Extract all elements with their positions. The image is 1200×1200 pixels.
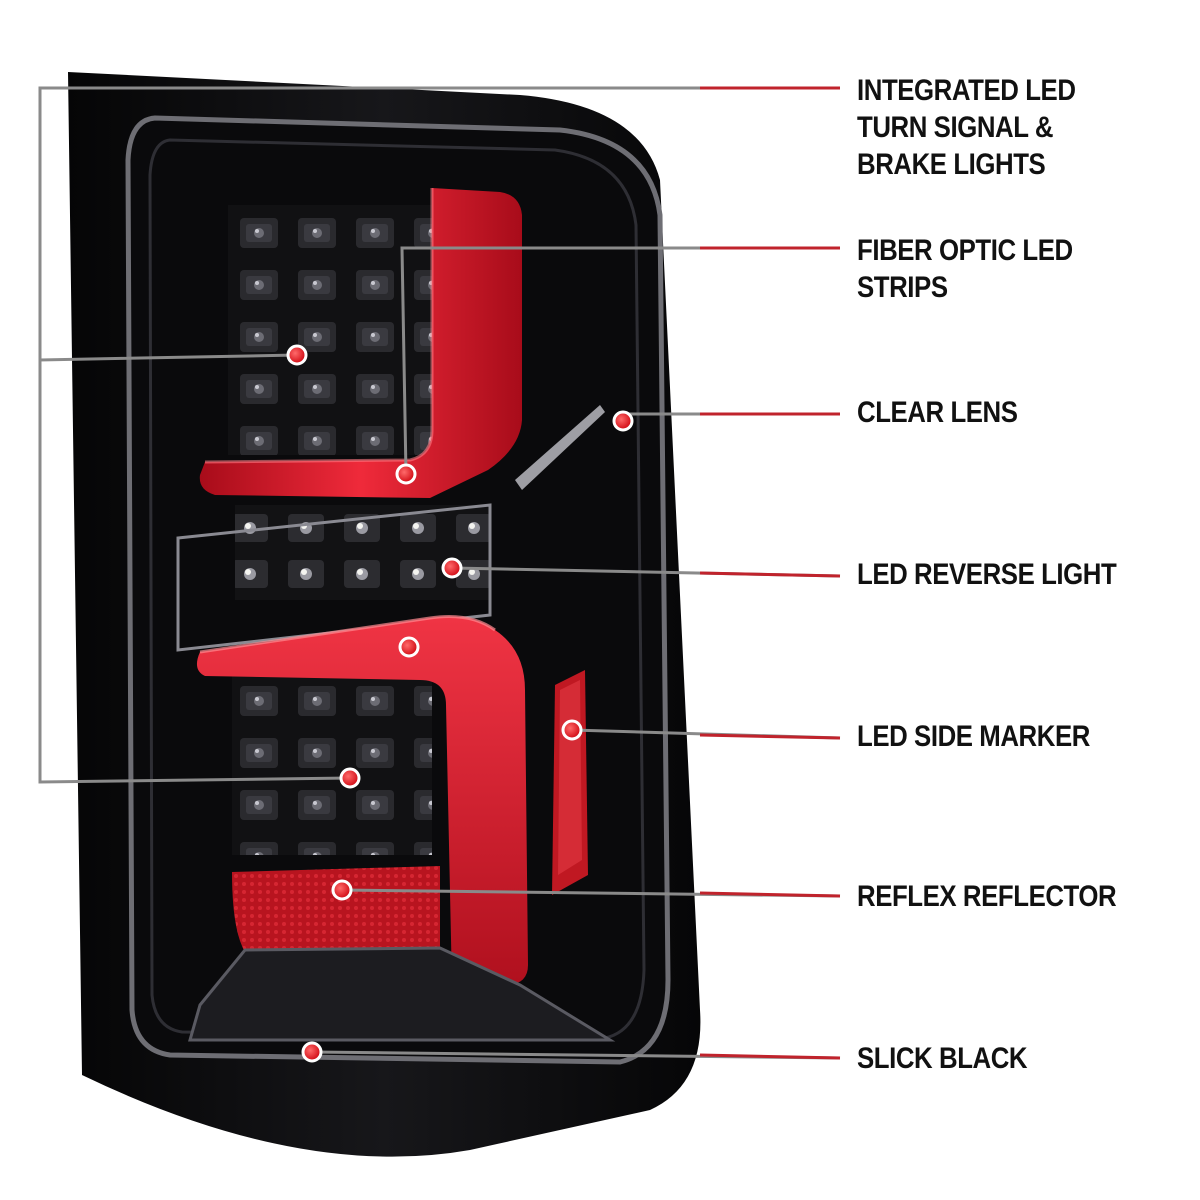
label-fiber-optic: FIBER OPTIC LED STRIPS (857, 234, 1073, 304)
label-clear-lens: CLEAR LENS (857, 396, 1018, 429)
label-reflex-reflector: REFLEX REFLECTOR (857, 880, 1117, 913)
dot-integrated-led-lower (339, 767, 361, 789)
label-slick-black: SLICK BLACK (857, 1042, 1028, 1075)
dot-fiber-optic-lower (398, 636, 420, 658)
dot-integrated-led-upper (286, 344, 308, 366)
lower-light-bar (196, 616, 528, 985)
label-integrated-led: INTEGRATED LED TURN SIGNAL & BRAKE LIGHT… (857, 74, 1076, 181)
lens-highlight (515, 405, 605, 490)
leader-integrated-led-lower (38, 360, 351, 784)
label-led-reverse: LED REVERSE LIGHT (857, 558, 1117, 591)
dot-side-marker (561, 719, 583, 741)
dot-slick-black (301, 1041, 323, 1063)
marker-dots (286, 344, 634, 1063)
lower-led-cluster (232, 670, 432, 855)
reflex-reflector-panel (232, 866, 440, 952)
dot-led-reverse (441, 557, 463, 579)
upper-led-cluster (228, 205, 443, 455)
leader-fiber-optic (400, 246, 840, 475)
label-led-side-marker: LED SIDE MARKER (857, 720, 1090, 753)
upper-light-bar (199, 188, 522, 498)
bottom-trim (188, 946, 616, 1042)
leader-integrated-led (38, 86, 840, 362)
dot-fiber-optic-upper (395, 463, 417, 485)
dot-reflector (331, 879, 353, 901)
dot-clear-lens (612, 410, 634, 432)
reverse-led-cluster (235, 505, 490, 600)
